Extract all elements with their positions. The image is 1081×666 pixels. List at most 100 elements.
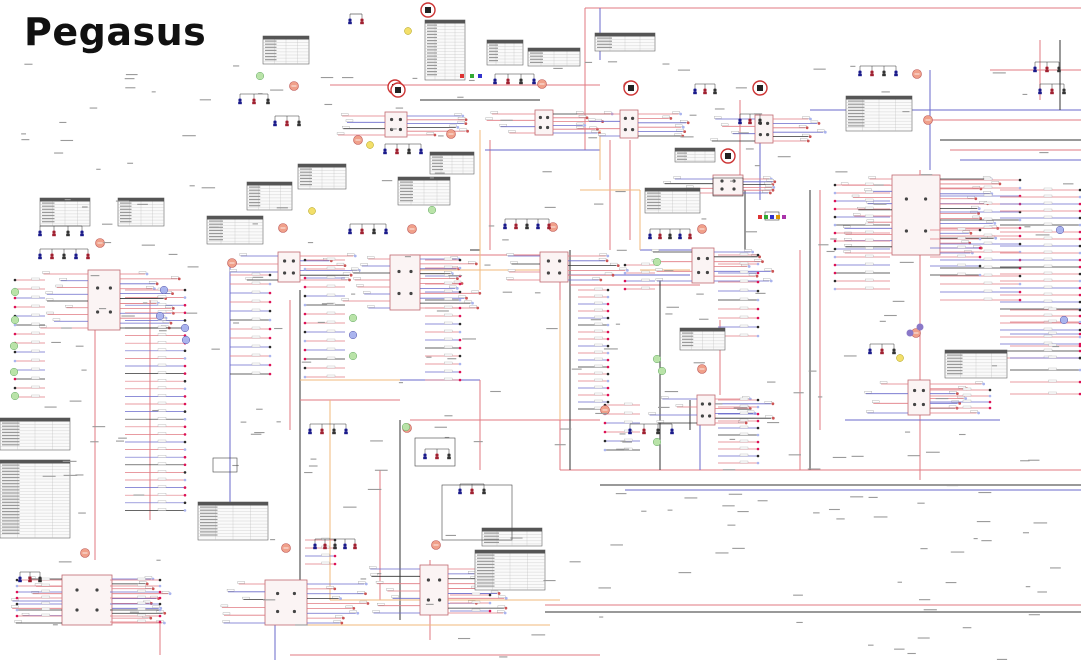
rail-label: [1043, 264, 1053, 268]
group-box: [441, 484, 513, 541]
table-text: [477, 576, 495, 578]
port-label: [353, 277, 361, 280]
table-text: [120, 211, 132, 213]
tiny-label: [1022, 93, 1028, 95]
rail-label: [1043, 348, 1053, 352]
tiny-label: [835, 171, 848, 173]
table-text: [597, 46, 612, 48]
rail-label: [983, 257, 993, 261]
blue-node: [180, 323, 190, 333]
rail-label: [594, 378, 603, 382]
tiny-label: [457, 96, 464, 98]
table-text: [647, 195, 661, 197]
port-label: [222, 612, 231, 615]
port-label: [457, 120, 466, 124]
user-icon-body: [738, 121, 742, 125]
rail-endpoint: [833, 223, 837, 227]
tiny-label: [962, 627, 972, 629]
port-label: [655, 268, 663, 271]
tiny-label: [1025, 586, 1031, 588]
device-icon: [438, 578, 442, 582]
tiny-label: [468, 79, 475, 82]
table-text: [427, 74, 437, 76]
tiny-label: [729, 438, 736, 440]
port-label: [576, 111, 584, 114]
endpoint-icon: [433, 133, 437, 137]
rail-label: [594, 294, 603, 298]
core-node-icon: [395, 87, 401, 93]
rail-label: [251, 281, 261, 285]
rail-label: [157, 295, 167, 298]
tiny-label: [270, 89, 284, 91]
device-icon: [409, 269, 413, 274]
table-header: [475, 550, 545, 554]
port-label: [426, 132, 435, 135]
rail-label: [1043, 243, 1053, 247]
rail-label: [137, 619, 146, 623]
rail-endpoint: [1078, 272, 1081, 276]
tiny-label: [830, 238, 837, 240]
hub-box: [534, 109, 554, 136]
rail-endpoint: [603, 421, 607, 425]
status-square: [758, 215, 762, 219]
rail-endpoint: [756, 447, 760, 451]
rail-endpoint: [158, 584, 162, 588]
tiny-label: [96, 168, 101, 170]
rail-endpoint: [1078, 223, 1081, 227]
endpoint-icon: [958, 401, 962, 405]
endpoint-icon: [333, 587, 337, 591]
table-text: [300, 174, 312, 176]
table-text: [42, 214, 55, 217]
tiny-label: [722, 505, 735, 507]
tiny-label: [499, 656, 508, 658]
rail-endpoint: [756, 412, 760, 416]
user-icon: [628, 428, 632, 432]
table-text: [677, 158, 687, 160]
user-icon: [688, 233, 692, 237]
tiny-label: [917, 637, 930, 639]
group-box: [712, 177, 744, 197]
port-label: [763, 176, 771, 179]
user-icon-body: [348, 231, 352, 235]
rail-label: [983, 249, 993, 253]
table-text: [2, 425, 20, 427]
rail-label: [444, 265, 453, 269]
tiny-label: [615, 323, 621, 325]
rail-label: [957, 236, 966, 240]
rail-endpoint: [458, 362, 462, 366]
user-icon-body: [308, 431, 312, 435]
rail-label: [326, 293, 336, 297]
device-icon: [913, 402, 917, 407]
device-icon: [904, 229, 909, 233]
tiny-label: [89, 107, 98, 109]
rail-endpoint: [833, 239, 837, 243]
port-label: [239, 253, 247, 256]
user-icon-body: [670, 431, 674, 435]
tiny-label: [301, 361, 312, 363]
table-header: [945, 350, 1007, 354]
yellow-node: [404, 27, 412, 35]
tiny-label: [395, 107, 404, 109]
rail-endpoint: [756, 316, 760, 320]
tiny-label: [615, 493, 627, 495]
rail-endpoint: [623, 263, 627, 267]
user-icon-body: [285, 123, 289, 127]
rail-endpoint: [756, 262, 760, 266]
port-label: [65, 305, 73, 308]
table-text: [200, 518, 218, 521]
user-icon: [360, 18, 364, 22]
rail-endpoint: [158, 614, 162, 618]
tiny-label: [836, 518, 845, 520]
rail-endpoint: [833, 255, 837, 259]
tiny-label: [714, 108, 725, 110]
rail-endpoint: [756, 307, 760, 311]
blue-node: [155, 311, 165, 321]
table-header: [0, 460, 70, 464]
device-icon: [558, 259, 562, 263]
rail-label: [31, 340, 40, 344]
user-icon-body: [536, 226, 540, 230]
port-label: [648, 412, 656, 415]
table-text: [427, 67, 437, 70]
hub-box: [389, 254, 421, 311]
rail-label: [594, 322, 603, 326]
